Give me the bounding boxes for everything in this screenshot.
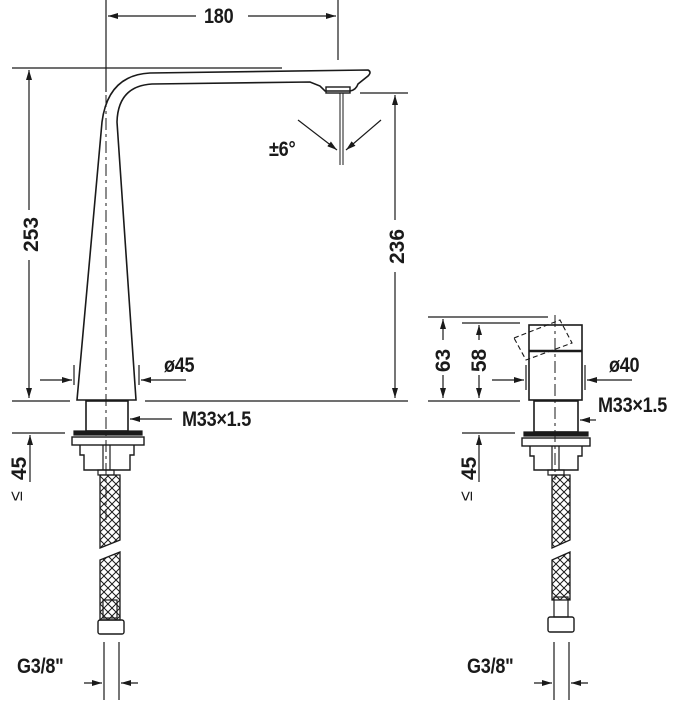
handle-diameter-label: ø40 bbox=[609, 354, 640, 377]
handle-max-symbol: ≤ bbox=[455, 491, 476, 501]
handle-thread-label: M33×1.5 bbox=[598, 394, 667, 417]
spout-angle-label: ±6° bbox=[269, 138, 296, 161]
spout-diameter-label: ø45 bbox=[164, 354, 195, 377]
handle-assembly bbox=[428, 315, 632, 700]
spout-outlet-height-label: 236 bbox=[386, 228, 410, 265]
handle-deck-thickness-label: 45 bbox=[458, 456, 482, 481]
spout-height-label: 253 bbox=[20, 216, 44, 253]
spout-max-symbol: ≤ bbox=[5, 491, 26, 501]
handle-connection-label: G3/8" bbox=[467, 655, 514, 678]
spout-thread-label: M33×1.5 bbox=[182, 408, 251, 431]
spout-reach-label: 180 bbox=[204, 5, 234, 28]
spout-deck-thickness-label: 45 bbox=[8, 456, 32, 481]
handle-total-height-label: 63 bbox=[432, 348, 456, 373]
handle-body-height-label: 58 bbox=[468, 348, 492, 373]
spout-connection-label: G3/8" bbox=[17, 655, 64, 678]
spout-assembly bbox=[12, 0, 408, 700]
